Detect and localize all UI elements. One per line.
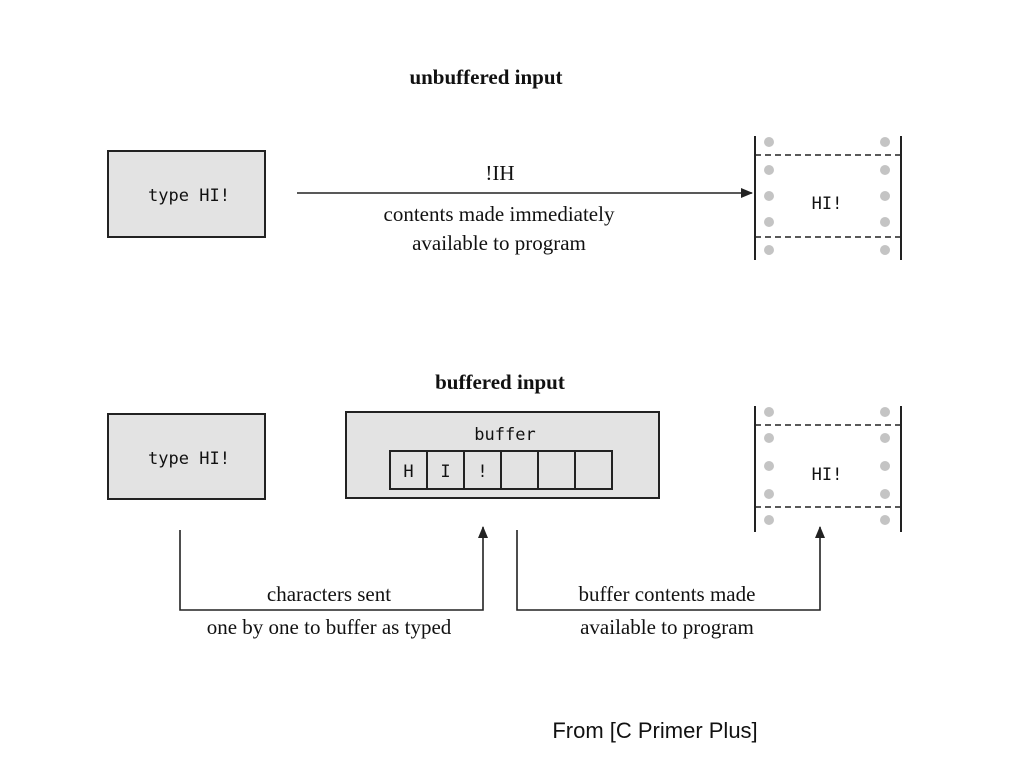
unbuffered-caption-line2: available to program (412, 231, 586, 255)
buffered-keyboard-box: type HI! (107, 413, 266, 500)
buffered-right-caption-line2: available to program (580, 615, 754, 639)
unbuffered-keyboard-box: type HI! (107, 150, 266, 238)
buffer-cell-char: I (440, 462, 450, 482)
unbuffered-stream-text: !IH (485, 161, 514, 185)
buffer-box: buffer H I! (345, 411, 660, 499)
unbuffered-program-film: HI! (754, 136, 902, 260)
unbuffered-program-text: HI! (812, 194, 843, 214)
buffer-cells: H I! (389, 450, 613, 490)
buffered-program-film: HI! (754, 406, 902, 532)
buffered-program-text: HI! (812, 465, 843, 485)
buffered-title: buffered input (435, 370, 565, 394)
buffered-left-caption-line1: characters sent (267, 582, 391, 606)
buffer-cell (574, 450, 613, 490)
buffered-left-caption-line2: one by one to buffer as typed (207, 615, 452, 639)
buffer-cell-char: H (403, 462, 413, 482)
source-credit: From [C Primer Plus] (552, 718, 757, 743)
buffer-cell (537, 450, 576, 490)
unbuffered-keyboard-label: type HI! (148, 186, 230, 206)
buffered-right-caption-line1: buffer contents made (579, 582, 756, 606)
buffered-keyboard-label: type HI! (148, 449, 230, 469)
buffer-label: buffer (474, 425, 535, 445)
buffer-cell: ! (463, 450, 502, 490)
buffer-cell: I (426, 450, 465, 490)
keyboard-to-buffer-arrow (179, 526, 488, 611)
buffer-cell-char: ! (477, 462, 487, 482)
buffer-to-program-arrow (516, 526, 825, 611)
unbuffered-title: unbuffered input (409, 65, 562, 89)
buffer-cell (500, 450, 539, 490)
buffer-cell: H (389, 450, 428, 490)
unbuffered-caption-line1: contents made immediately (384, 202, 615, 226)
